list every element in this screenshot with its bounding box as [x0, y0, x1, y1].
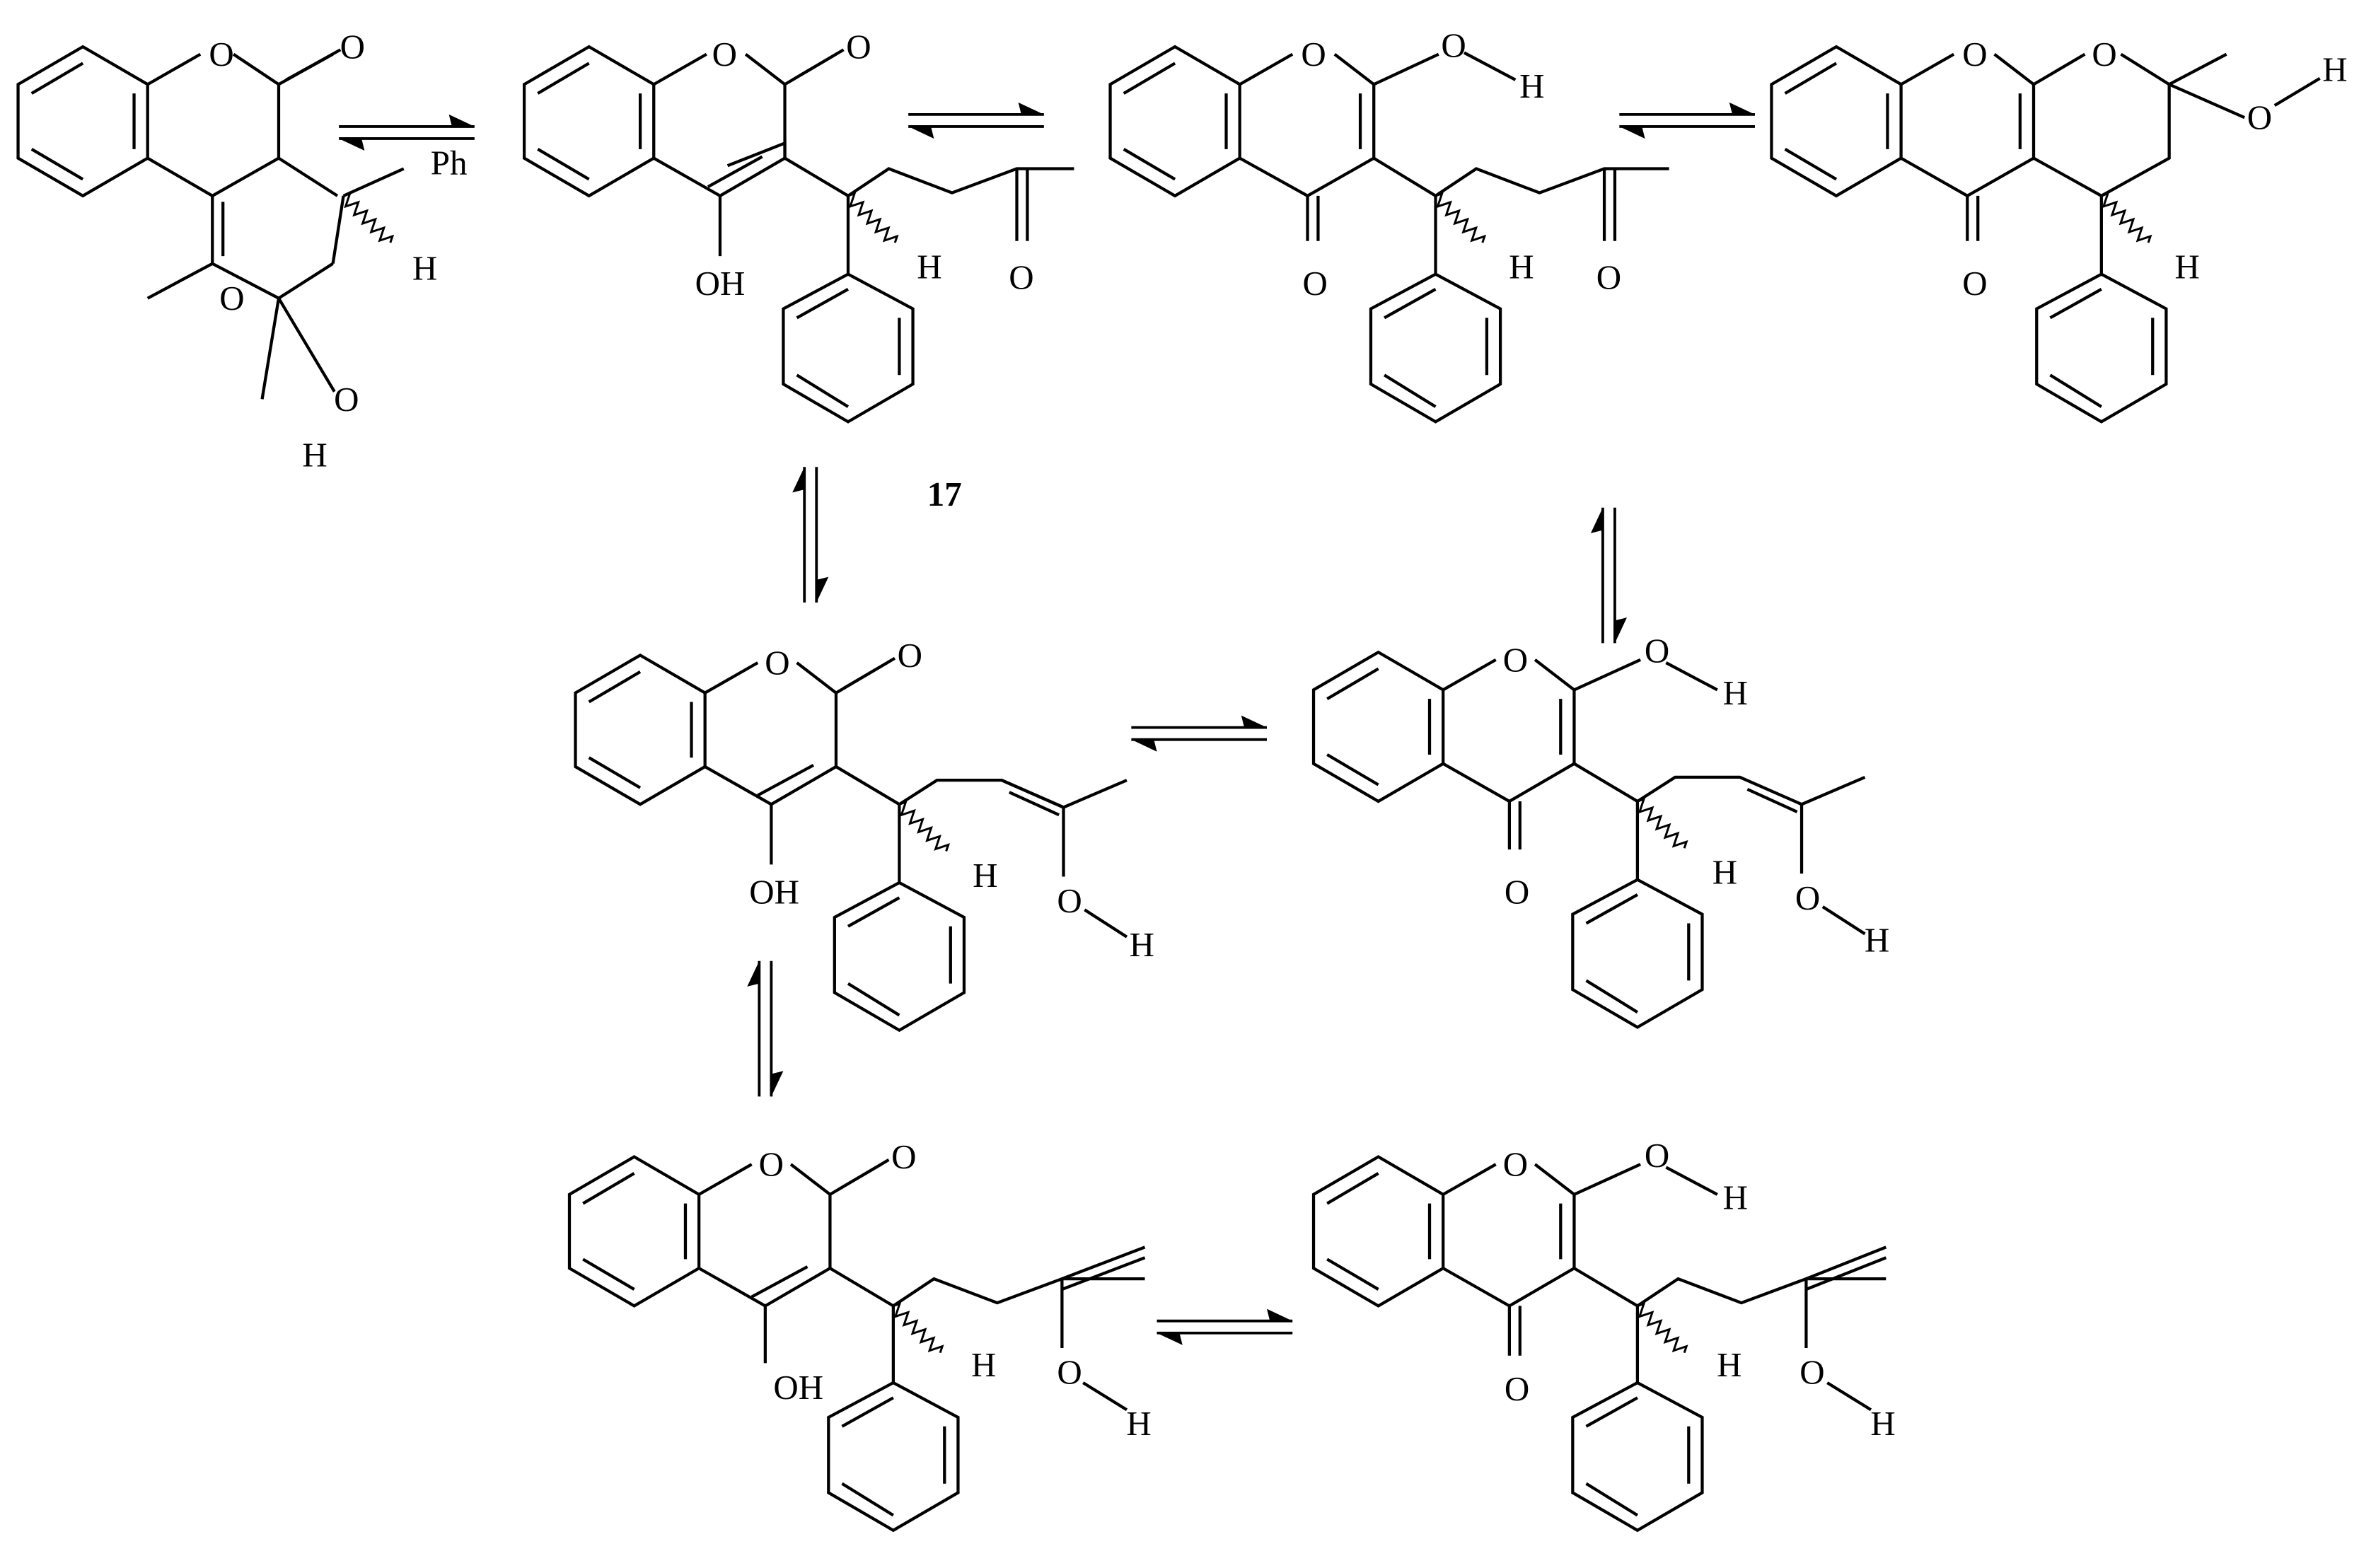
- atom-h-stereo: H: [971, 1345, 996, 1384]
- atom-h-stereo: H: [1717, 1345, 1741, 1384]
- equilibrium-arrow-7: [746, 959, 785, 1098]
- atom-o-ring: O: [1962, 35, 1987, 74]
- atom-o-ring: O: [1503, 1145, 1528, 1184]
- equilibrium-arrow-3: [1618, 100, 1756, 140]
- atom-o-ketone: O: [1596, 257, 1621, 296]
- atom-h-enol: H: [1130, 925, 1154, 964]
- molecule-chromone-enol: [1311, 650, 1866, 1029]
- molecule-17-warfarin: [522, 45, 1074, 424]
- atom-h-enol: H: [1126, 1404, 1151, 1443]
- atom-o-ring: O: [1503, 640, 1528, 679]
- atom-o-carbonyl: O: [1302, 264, 1327, 303]
- atom-o-carbonyl: O: [891, 1137, 916, 1176]
- atom-h-stereo: H: [412, 249, 437, 288]
- molecule-coumarin-terminal-enol: [567, 1155, 1146, 1533]
- atom-h-hydroxy: H: [1723, 673, 1748, 712]
- atom-o-carbonyl: O: [1505, 872, 1529, 911]
- atom-o-enol: O: [1795, 878, 1820, 917]
- atom-o-enol: O: [1799, 1353, 1824, 1392]
- atom-o-carbonyl: O: [898, 636, 922, 675]
- atom-o-hydroxy: O: [334, 380, 359, 419]
- molecule-cyclic-chromone-hemiketal: [1770, 45, 2321, 424]
- equilibrium-arrow-5: [1589, 506, 1628, 645]
- atom-o-ring: O: [759, 1145, 784, 1184]
- atom-h-stereo: H: [917, 247, 941, 286]
- atom-oh: OH: [695, 264, 746, 303]
- atom-h-stereo: H: [1509, 247, 1534, 286]
- equilibrium-arrow-6: [1130, 714, 1268, 753]
- molecule-coumarin-enol: [574, 653, 1128, 1033]
- atom-o-hydroxy: O: [2247, 98, 2272, 137]
- atom-o-carbonyl: O: [846, 28, 871, 66]
- atom-o-hydroxy: O: [1645, 632, 1669, 670]
- compound-label-17: 17: [927, 475, 962, 513]
- atom-h-hydroxy: H: [2322, 50, 2347, 88]
- atom-h-hydroxy: H: [302, 436, 327, 475]
- molecule-chromone-ketone: [1108, 45, 1669, 424]
- atom-o-ketone: O: [1009, 257, 1033, 296]
- atom-o-pyran: O: [219, 279, 244, 318]
- atom-o-ring: O: [765, 644, 789, 683]
- molecule-cyclic-hemiketal: [16, 45, 405, 400]
- atom-o-pyran: O: [2092, 35, 2116, 74]
- atom-h-stereo: H: [1712, 853, 1737, 892]
- atom-o-enol: O: [1057, 881, 1082, 920]
- equilibrium-arrow-4: [791, 465, 830, 604]
- atom-oh: OH: [773, 1368, 823, 1407]
- atom-h-stereo: H: [2175, 247, 2200, 286]
- atom-ph: Ph: [431, 144, 468, 182]
- atom-o-carbonyl: O: [340, 28, 365, 66]
- atom-o-ring: O: [1301, 35, 1326, 74]
- atom-o-ring: O: [712, 35, 737, 74]
- equilibrium-arrow-2: [907, 100, 1045, 140]
- equilibrium-arrow-8: [1155, 1307, 1294, 1347]
- atom-o-carbonyl: O: [1505, 1369, 1529, 1408]
- atom-h-enol: H: [1870, 1404, 1895, 1443]
- atom-h-enol: H: [1865, 920, 1889, 959]
- atom-h-stereo: H: [973, 856, 997, 895]
- atom-o-enol: O: [1057, 1353, 1082, 1392]
- atom-h-hydroxy: H: [1519, 66, 1544, 105]
- atom-oh: OH: [749, 872, 799, 911]
- atom-o-ring: O: [209, 35, 233, 74]
- atom-o-hydroxy: O: [1441, 25, 1466, 64]
- atom-h-hydroxy: H: [1723, 1178, 1748, 1217]
- atom-o-hydroxy: O: [1645, 1136, 1669, 1175]
- molecule-chromone-terminal-enol: [1311, 1155, 1887, 1533]
- atom-o-carbonyl: O: [1962, 264, 1987, 303]
